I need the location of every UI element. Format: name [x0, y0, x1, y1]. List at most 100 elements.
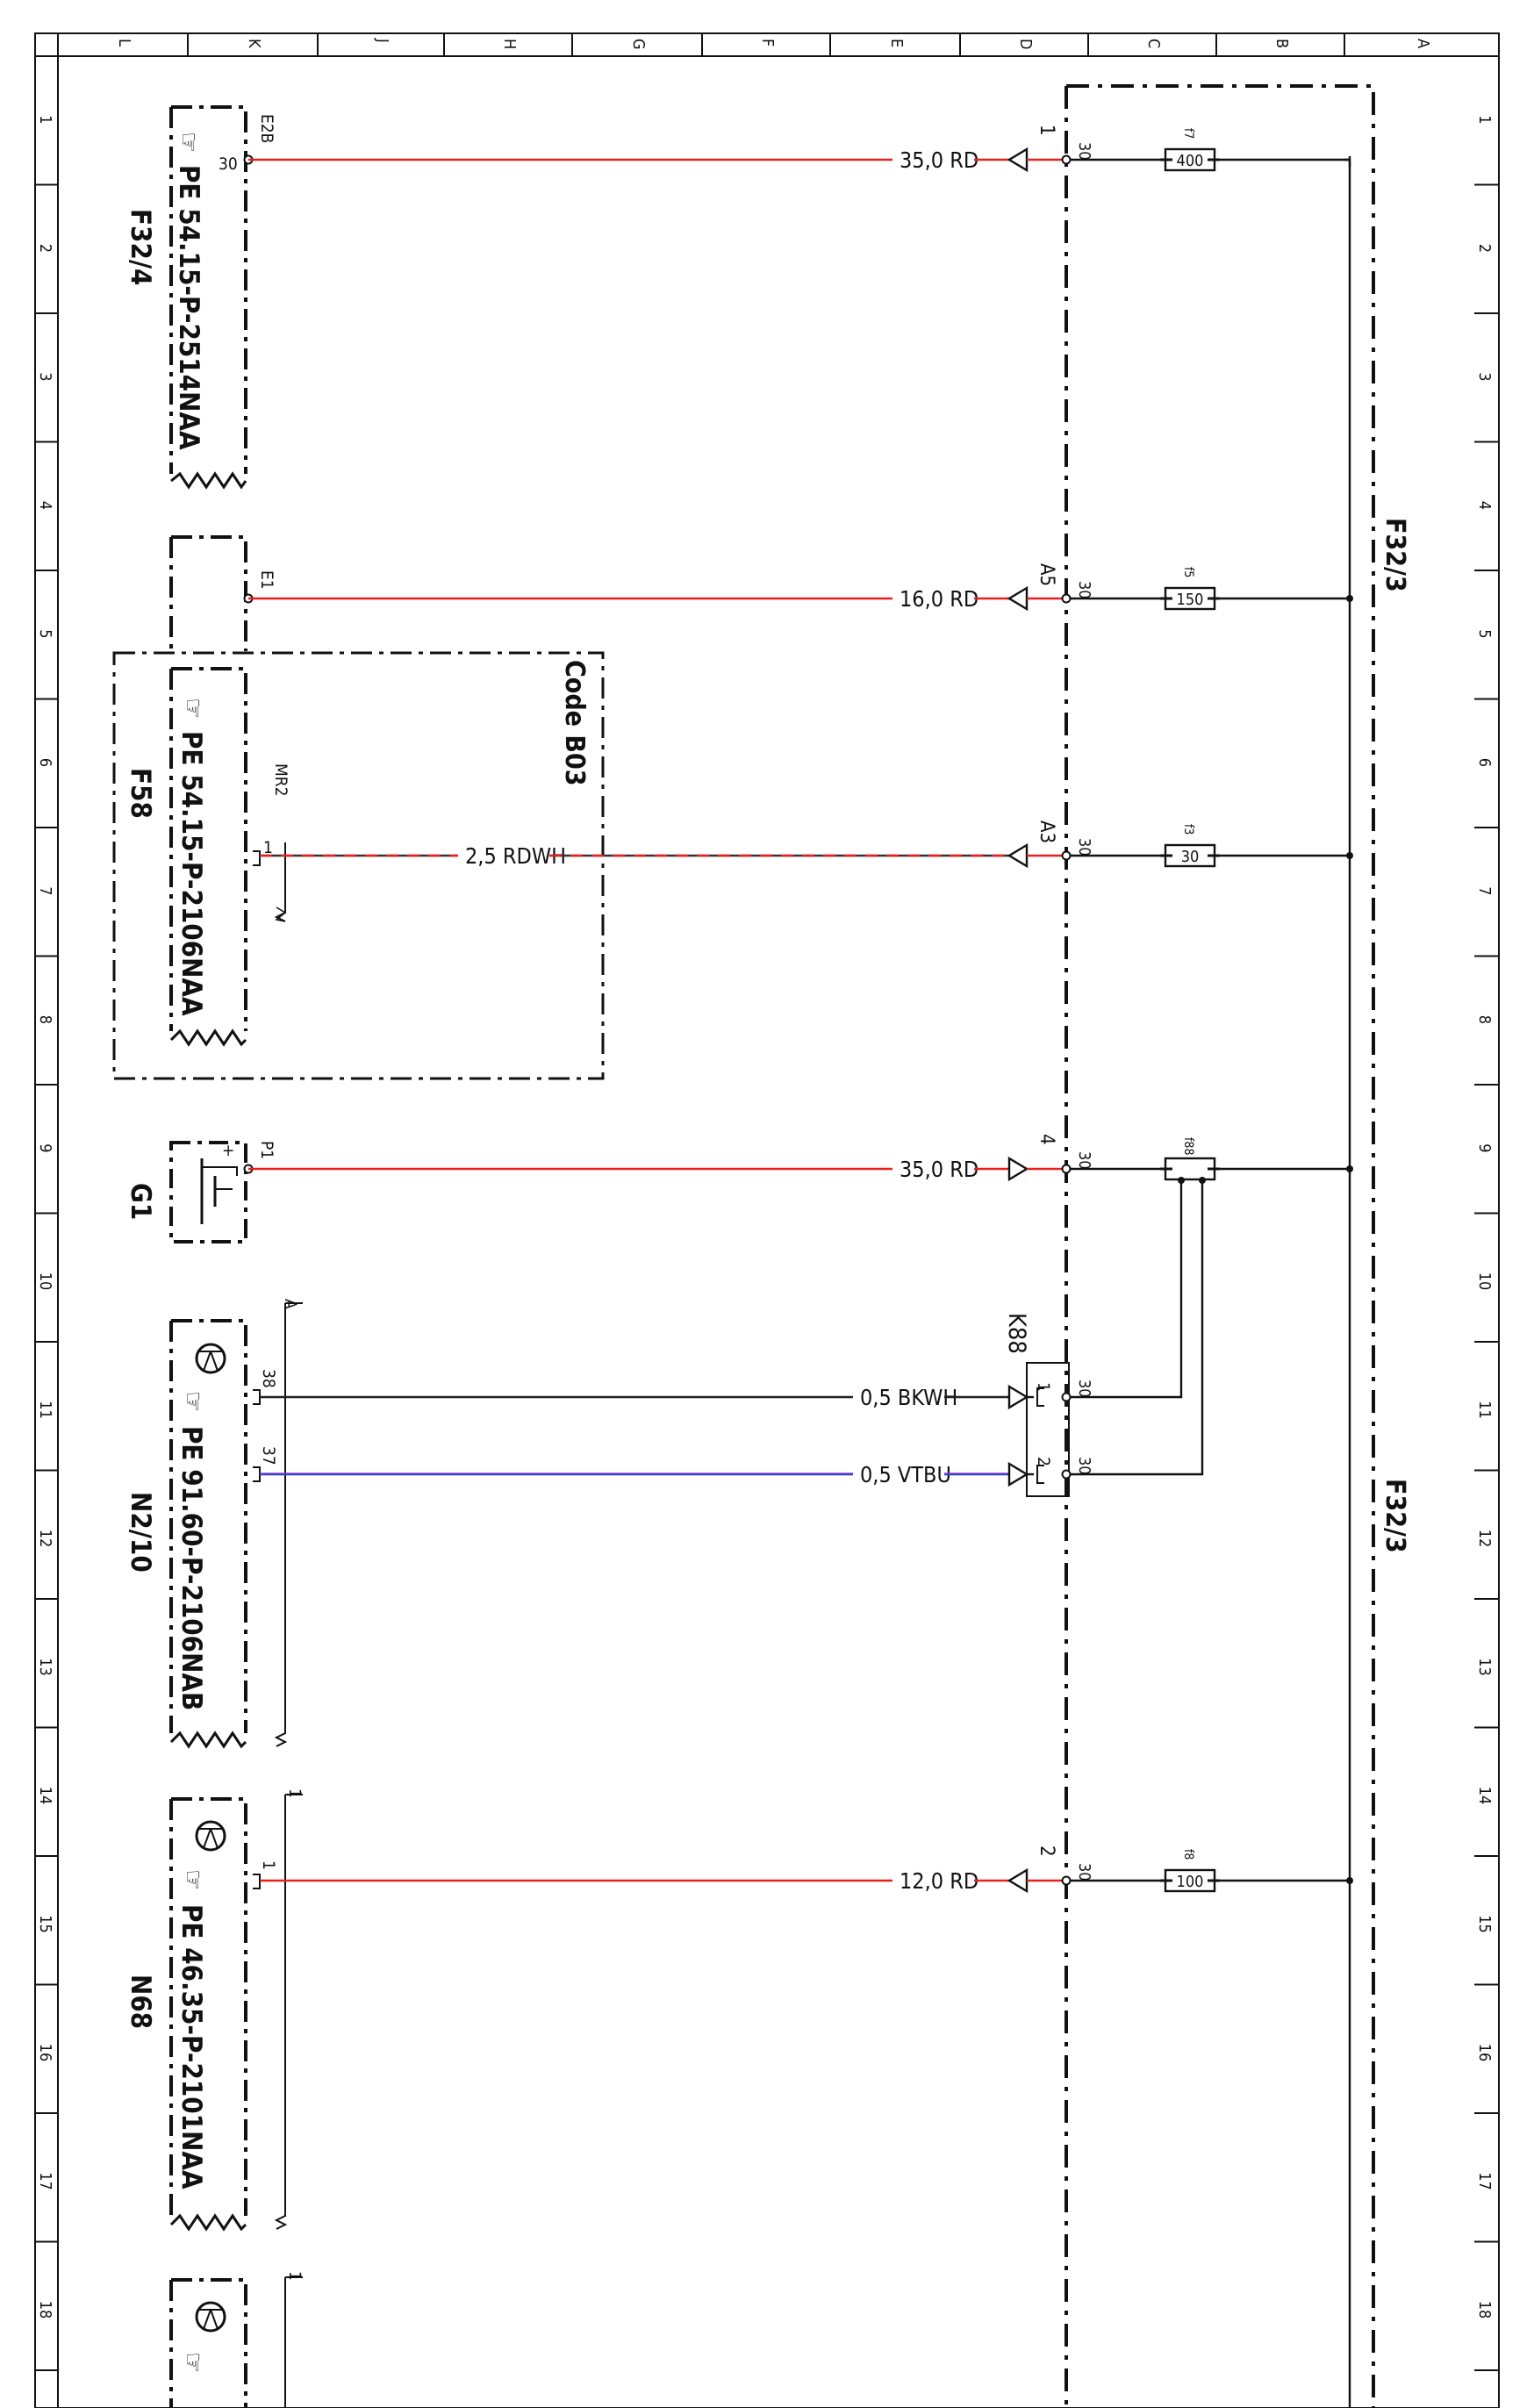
fuse-body — [1164, 147, 1216, 172]
fuse-name: f5 — [1181, 567, 1195, 577]
frame-row-label-right: 4 — [1475, 501, 1494, 510]
frame-col-label: E — [887, 39, 906, 47]
block-pin-circle — [1061, 154, 1072, 165]
frame-row-label-right: 12 — [1475, 1530, 1494, 1548]
frame-row-label-right: 14 — [1475, 1787, 1494, 1805]
fuse-block-label-bottom: F32/3 — [1380, 1479, 1410, 1553]
frame-row-label-right: 11 — [1475, 1401, 1494, 1419]
f88-to-k88-pin1 — [1070, 1180, 1183, 1399]
k88-pin-1: 1 — [1034, 1382, 1053, 1392]
n2-10-pin-38: 38 — [259, 1369, 278, 1388]
n68-break — [169, 2213, 247, 2232]
frame-row-label-right: 10 — [1475, 1272, 1494, 1291]
frame-row-label-left: 11 — [36, 1401, 54, 1419]
fuse-body — [1164, 1157, 1216, 1181]
f58-connector-zigzag — [275, 907, 287, 922]
frame-inner-border — [57, 55, 1500, 2408]
hand-icon: ☞ — [177, 1391, 208, 1412]
f58-pin: 1 — [263, 838, 273, 857]
n2-10-conn: A — [281, 1299, 300, 1309]
fuse: f88 — [1070, 1137, 1353, 1181]
frame-row-label-right: 15 — [1475, 1915, 1494, 1933]
k88-pin-2: 2 — [1034, 1457, 1053, 1466]
frame-row-label-left: 14 — [36, 1787, 54, 1805]
frame-column-dividers — [57, 33, 1500, 56]
k88-socket — [1036, 1465, 1044, 1484]
g1-id: G1 — [125, 1183, 156, 1220]
frame-row-label-right: 5 — [1475, 629, 1494, 638]
block-pin-circle — [1061, 1392, 1072, 1402]
wire-arrow — [1007, 1156, 1029, 1182]
frame-row-label-right: 6 — [1475, 758, 1494, 767]
hand-icon: ☞ — [177, 2352, 208, 2373]
f58-connector-bracket — [274, 842, 286, 922]
wire-arrow — [1007, 1461, 1029, 1487]
k88-socket — [1036, 1387, 1044, 1407]
code-b03-label: Code B03 — [559, 660, 590, 786]
n68-outline — [169, 1797, 247, 2216]
f58-id: F58 — [125, 768, 156, 819]
block-pin-circle — [1061, 1469, 1072, 1480]
f32-4-ref: PE 54.15-P-2514NAA — [173, 165, 204, 450]
frame-col-label: D — [1016, 39, 1035, 49]
fuse-value: 150 — [1177, 591, 1204, 609]
frame-row-label-right: 17 — [1475, 2172, 1494, 2190]
fuse-block-label-top: F32/3 — [1380, 518, 1410, 592]
wire-label: 2,5 RDWH — [465, 843, 566, 869]
n68-pin: 1 — [259, 1860, 278, 1870]
wire-label: 16,0 RD — [900, 586, 978, 612]
f58-ref: PE 54.15-P-2106NAA — [176, 731, 207, 1016]
frame-col-label: G — [629, 39, 648, 50]
n68-module-icon — [195, 1820, 226, 1852]
frame-row-label-left: 9 — [36, 1143, 54, 1152]
n2-10-break — [169, 1731, 247, 1749]
e1-conn: E1 — [257, 570, 276, 590]
bottom-outline — [169, 2278, 247, 2408]
module-icon-glyph — [198, 1351, 223, 1372]
frame-col-label: C — [1144, 39, 1163, 48]
frame-row-dividers — [35, 55, 1499, 2371]
n68-ref: PE 46.35-P-2101NAA — [176, 1904, 207, 2189]
block-pin-number: 30 — [1075, 581, 1093, 599]
wire-label: 12,0 RD — [900, 1868, 978, 1894]
wire-terminal-label: 4 — [1036, 1134, 1057, 1145]
fuse: 30 f3 — [1070, 824, 1353, 868]
f32-4-outline — [171, 105, 247, 474]
f58-pin-socket — [253, 850, 261, 866]
frame-col-label: K — [245, 39, 263, 48]
component-f58: Code B03 ☞ PE 54.15-P-2106NAA F58 MR2 1 — [112, 651, 605, 1080]
n2-10-pin-37: 37 — [259, 1446, 278, 1466]
block-pin-circle — [1061, 1164, 1072, 1174]
module-icon-glyph — [198, 2309, 223, 2330]
hand-icon: ☞ — [173, 132, 204, 153]
frame-row-label-left: 8 — [36, 1015, 54, 1024]
fuse-block-boundary — [1064, 84, 1375, 2408]
frame-row-label-left: 2 — [36, 244, 54, 253]
busbar-junction — [1346, 852, 1353, 859]
f32-4-break — [170, 471, 247, 490]
component-g1: + G1 P1 — [125, 1141, 276, 1243]
frame-row-label-right: 3 — [1475, 372, 1494, 381]
fuse-value: 400 — [1177, 152, 1204, 170]
block-pin-number: 30 — [1075, 1457, 1093, 1475]
frame-row-label-left: 13 — [36, 1658, 54, 1676]
block-pin-number: 30 — [1075, 838, 1093, 856]
bottom-conn: 1 — [285, 2271, 305, 2281]
n2-10-id: N2/10 — [125, 1492, 156, 1573]
f58-outline — [169, 667, 247, 1031]
frame-row-label-right: 2 — [1475, 244, 1494, 253]
f88-k88-links — [1070, 1177, 1206, 1476]
n2-10-connector-bracket — [274, 1302, 303, 1747]
frame-row-label-left: 16 — [36, 2044, 54, 2062]
e1-outline — [171, 535, 247, 651]
wire-label: 35,0 RD — [900, 1157, 978, 1182]
frame-row-label-left: 3 — [36, 372, 54, 381]
fuse-name: f3 — [1181, 824, 1195, 835]
